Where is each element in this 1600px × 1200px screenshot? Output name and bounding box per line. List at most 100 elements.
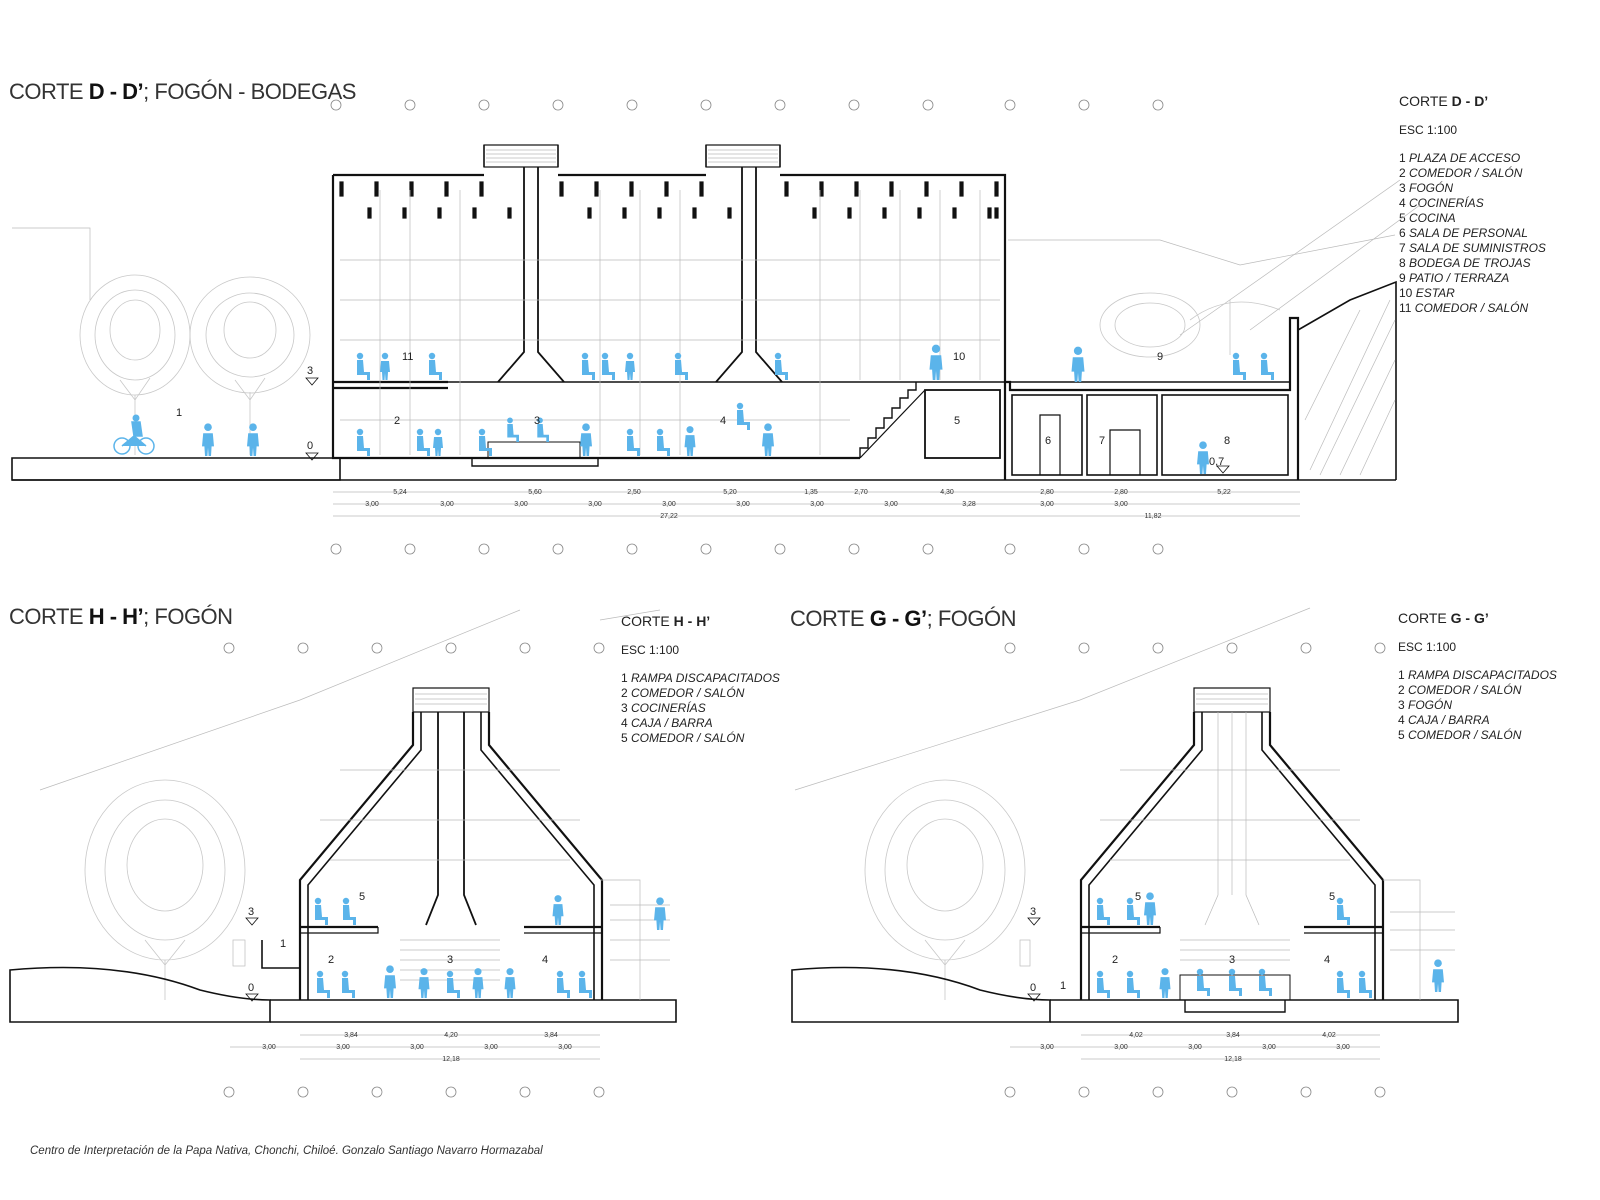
grid-axis-marker	[1078, 99, 1090, 111]
dimension-label: 3,00	[1114, 501, 1128, 508]
seated-person-figure	[356, 352, 370, 380]
background-hill-line	[39, 609, 661, 791]
dimension-label: 2,70	[854, 489, 868, 496]
legend-item-label: SALA DE PERSONAL	[1409, 226, 1528, 240]
roof-truss	[924, 181, 929, 197]
legend-item: 2 COMEDOR / SALÓN	[1399, 166, 1546, 181]
legend-item: 6 SALA DE PERSONAL	[1399, 226, 1546, 241]
section-hh-room-numbers: 1 2 3 4 5	[280, 891, 548, 966]
background-outline	[12, 227, 1396, 300]
legend-item-label: CAJA / BARRA	[1408, 713, 1490, 727]
seated-person-figure	[316, 970, 330, 998]
section-dd-level-marks: 3 0 0,7	[305, 365, 1230, 474]
room-number: 10	[953, 351, 965, 363]
tree-gg	[864, 779, 1026, 1000]
grid-axis-marker	[519, 642, 531, 654]
legend-item: 3 COCINERÍAS	[621, 701, 780, 716]
roof-truss	[339, 181, 344, 197]
room-number: 1	[176, 407, 182, 419]
seated-person-figure	[1126, 897, 1140, 925]
section-gg-legend-title: CORTE G - G’	[1398, 610, 1489, 626]
standing-person-figure	[472, 968, 484, 998]
dimension-label: 12,18	[1224, 1056, 1242, 1063]
room-number: 5	[1329, 891, 1335, 903]
grid-axis-marker	[297, 1086, 309, 1098]
roof-purlin	[847, 207, 852, 219]
legend-item: 4 COCINERÍAS	[1399, 196, 1546, 211]
legend-item: 1 PLAZA DE ACCESO	[1399, 151, 1546, 166]
section-hh-scale: ESC 1:100	[621, 643, 680, 657]
roof-purlin	[657, 207, 662, 219]
room-number: 3	[534, 415, 540, 427]
section-dd-drawing: 3 0 0,7 1 2 3 4 5 6 7 8 9 10 11 5,245,60…	[11, 99, 1421, 555]
dimension-label: 3,84	[344, 1032, 358, 1039]
section-gg-title: CORTE G - G’; FOGÓN	[790, 606, 1017, 631]
roof-truss	[664, 181, 669, 197]
grid-axis-marker	[1152, 642, 1164, 654]
legend-item-number: 9	[1399, 271, 1410, 285]
section-gg-people-figures	[1096, 892, 1444, 998]
legend-item-label: COMEDOR / SALÓN	[631, 731, 745, 745]
room-number: 11	[402, 351, 413, 363]
standing-person-figure	[504, 968, 516, 998]
seated-person-figure	[1358, 970, 1372, 998]
legend-item: 5 COMEDOR / SALÓN	[1398, 728, 1557, 743]
grid-axis-marker	[593, 642, 605, 654]
grid-axis-marker	[1078, 1086, 1090, 1098]
grid-axis-marker	[848, 543, 860, 555]
roof-truss	[559, 181, 564, 197]
standing-person-figure	[247, 423, 259, 456]
grid-axis-marker	[478, 543, 490, 555]
grid-axis-marker	[371, 1086, 383, 1098]
building-gg	[1019, 687, 1455, 1013]
room-number: 6	[1045, 435, 1051, 447]
roof-purlin	[692, 207, 697, 219]
dimension-label: 3,00	[588, 501, 602, 508]
standing-person-figure	[654, 897, 666, 930]
level-mark-3: 3	[307, 365, 313, 377]
grid-axis-marker	[1078, 543, 1090, 555]
legend-item-number: 5	[621, 731, 632, 745]
standing-person-figure	[762, 423, 774, 456]
standing-person-figure	[625, 352, 635, 380]
grid-axis-marker	[1004, 642, 1016, 654]
section-hh-legend-block: CORTE H - H’ ESC 1:100 1 RAMPA DISCAPACI…	[621, 613, 780, 746]
section-hh-level-marks: 3 0	[245, 906, 259, 1002]
grid-axis-marker	[922, 543, 934, 555]
grid-axis-marker	[1004, 99, 1016, 111]
dimension-label: 11,82	[1145, 513, 1162, 520]
grid-axis-marker	[626, 99, 638, 111]
grid-axis-marker	[1226, 1086, 1238, 1098]
section-dd-axis-markers-top	[330, 99, 1164, 111]
seated-person-figure	[656, 428, 670, 456]
legend-item-label: SALA DE SUMINISTROS	[1409, 241, 1546, 255]
dimension-label: 3,00	[1336, 1044, 1350, 1051]
level-mark-3: 3	[1030, 906, 1036, 918]
roof-truss	[889, 181, 894, 197]
dimension-label: 3,84	[544, 1032, 558, 1039]
roof-truss	[444, 181, 449, 197]
dimension-label: 3,00	[1114, 1044, 1128, 1051]
standing-person-figure	[1144, 892, 1156, 925]
grid-axis-marker	[371, 642, 383, 654]
dimension-label: 3,00	[365, 501, 379, 508]
roof-truss	[854, 181, 859, 197]
dimension-label: 5,24	[393, 489, 407, 496]
section-gg-axis-markers-bottom	[1004, 1086, 1386, 1098]
seated-person-figure	[356, 428, 370, 456]
grid-axis-marker	[552, 99, 564, 111]
roof-truss	[959, 181, 964, 197]
seated-person-figure	[1196, 968, 1210, 996]
building-dd	[331, 144, 1397, 480]
grid-axis-marker	[330, 543, 342, 555]
roof-purlin	[727, 207, 732, 219]
room-number: 7	[1099, 435, 1105, 447]
grid-axis-marker	[223, 1086, 235, 1098]
section-hh-axis-markers-bottom	[223, 1086, 605, 1098]
legend-item-number: 3	[621, 701, 632, 715]
seated-person-figure	[601, 352, 615, 380]
seated-person-figure	[416, 428, 430, 456]
roof-purlin	[812, 207, 817, 219]
section-dd-title: CORTE D - D’; FOGÓN - BODEGAS	[9, 79, 356, 104]
